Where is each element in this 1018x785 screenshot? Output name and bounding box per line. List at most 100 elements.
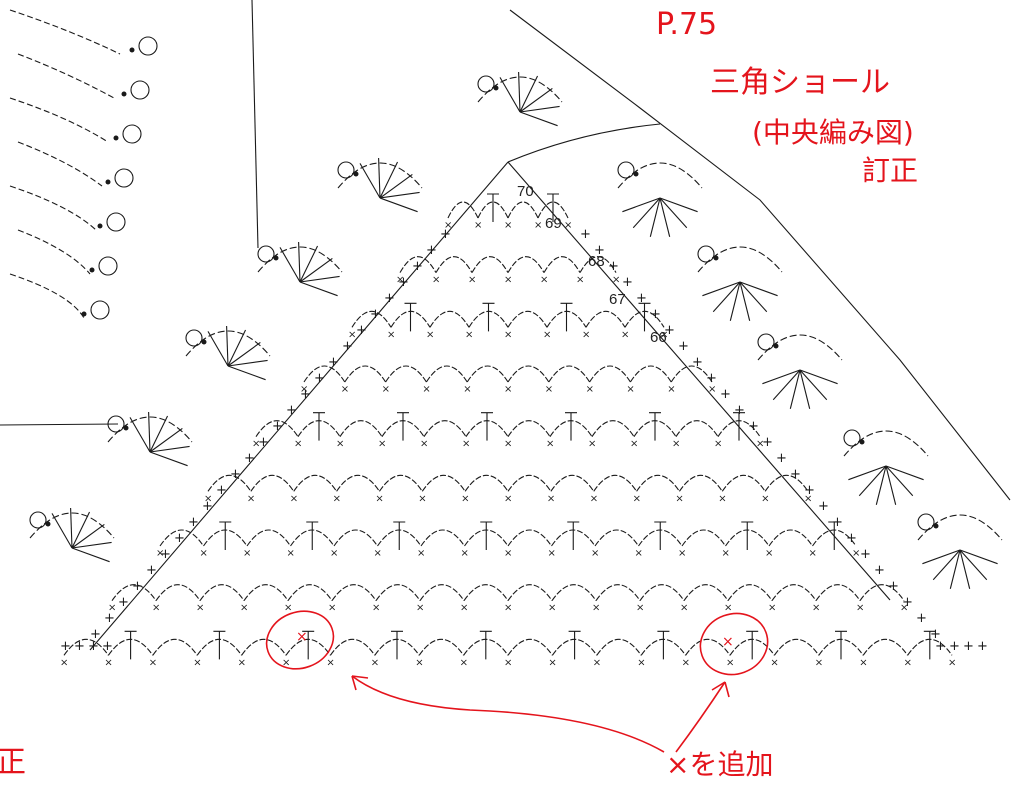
single-crochet-mark: × [287, 548, 295, 559]
single-crochet-mark: × [375, 493, 383, 504]
fan-motif [917, 513, 1003, 589]
slip-stitch-mark: + [398, 275, 409, 290]
single-crochet-mark: × [815, 657, 823, 668]
single-crochet-mark: × [416, 603, 424, 614]
single-crochet-mark: × [637, 657, 645, 668]
single-crochet-mark: × [633, 493, 641, 504]
single-crochet-mark: × [504, 275, 512, 286]
chain-arch [336, 474, 380, 492]
single-crochet-mark: × [465, 329, 473, 340]
single-crochet-mark: × [108, 603, 116, 614]
chain-arch [463, 584, 509, 601]
chain-arch [591, 420, 635, 437]
chain-arch [629, 365, 672, 383]
single-crochet-mark: × [330, 548, 338, 559]
slip-stitch-mark: + [888, 579, 899, 594]
single-crochet-mark: × [804, 493, 812, 504]
chain-arch [685, 638, 731, 656]
single-crochet-mark: × [682, 657, 690, 668]
single-crochet-mark: × [718, 493, 726, 504]
fan-motif [843, 429, 929, 505]
single-crochet-mark: × [290, 493, 298, 504]
single-crochet-mark: × [660, 329, 668, 340]
chain-arch [589, 365, 631, 383]
double-crochet-stitch [547, 193, 559, 222]
fan-motif [757, 333, 843, 409]
slip-stitch-mark: + [230, 467, 241, 482]
slip-stitch-mark: + [328, 355, 339, 370]
correction-annotations: P.75 三角ショール (中央編み図) 訂正 正 ×を追加 × × [0, 7, 918, 781]
single-crochet-mark: × [504, 439, 512, 450]
slip-stitch-mark: + [412, 259, 423, 274]
double-crochet-stitch [741, 521, 754, 550]
slip-stitch-mark: + [935, 639, 946, 654]
chain-arch [385, 365, 427, 383]
single-crochet-mark: × [387, 329, 395, 340]
fan-motif [29, 508, 115, 563]
single-crochet-mark: × [726, 657, 734, 668]
slip-stitch-mark: + [720, 387, 731, 402]
chain-arch [507, 420, 551, 437]
single-crochet-mark: × [104, 657, 112, 668]
single-crochet-mark: × [547, 493, 555, 504]
single-crochet-mark: × [621, 329, 629, 340]
chain-arch [423, 420, 467, 437]
chain-arch [639, 584, 685, 601]
chain-arch [670, 365, 713, 383]
slip-stitch-mark: + [930, 627, 941, 642]
chain-arch [246, 529, 291, 547]
chain-arch [447, 201, 479, 219]
single-crochet-mark: × [586, 384, 594, 395]
single-crochet-mark: × [812, 603, 820, 614]
slip-stitch-mark: + [188, 515, 199, 530]
single-crochet-mark: × [504, 493, 512, 504]
chain-arch [464, 474, 509, 492]
chain-arch [773, 638, 820, 656]
single-crochet-mark: × [546, 439, 554, 450]
single-crochet-mark: × [564, 220, 572, 231]
slip-stitch-mark: + [300, 387, 311, 402]
chain-arch [683, 584, 729, 601]
row-number-66: 66 [650, 329, 667, 346]
chain-arch [255, 420, 299, 437]
single-crochet-mark: × [626, 384, 634, 395]
single-crochet-mark: × [635, 548, 643, 559]
single-crochet-mark: × [417, 548, 425, 559]
chain-arch [771, 584, 817, 601]
single-crochet-mark: × [328, 603, 336, 614]
single-crochet-mark: × [284, 603, 292, 614]
slip-stitch-mark: + [118, 595, 129, 610]
chain-arch [287, 584, 333, 601]
single-crochet-mark: × [591, 548, 599, 559]
single-crochet-mark: × [708, 384, 716, 395]
single-crochet-mark: × [545, 384, 553, 395]
slip-stitch-mark: + [426, 243, 437, 258]
single-crochet-mark: × [420, 439, 428, 450]
chain-arch [507, 310, 548, 328]
single-crochet-mark: × [630, 439, 638, 450]
double-crochet-stitch [482, 302, 495, 332]
double-crochet-stitch [565, 412, 577, 441]
row-number-labels: 70 69 68 67 66 [517, 183, 667, 346]
adjoining-motif-fragment [9, 9, 158, 320]
fan-motif [257, 242, 343, 297]
single-crochet-mark: × [461, 493, 469, 504]
single-crochet-mark: × [204, 493, 212, 504]
chain-arch [293, 474, 338, 492]
chain-arch [111, 584, 157, 601]
single-crochet-mark: × [396, 275, 404, 286]
fan-motif [185, 326, 271, 381]
slip-stitch-mark: + [949, 639, 960, 654]
single-crochet-mark: × [200, 548, 208, 559]
single-crochet-mark: × [576, 275, 584, 286]
single-crochet-mark: × [852, 548, 860, 559]
chain-arch [862, 638, 909, 656]
chain-arch [159, 529, 204, 547]
left-edge-fragment: 正 [0, 745, 26, 780]
slip-stitch-mark: + [160, 547, 171, 562]
single-crochet-mark: × [460, 603, 468, 614]
double-crochet-stitch [302, 630, 315, 660]
fan-motif [697, 245, 783, 321]
slip-stitch-mark: + [384, 291, 395, 306]
slip-stitch-mark: + [818, 499, 829, 514]
